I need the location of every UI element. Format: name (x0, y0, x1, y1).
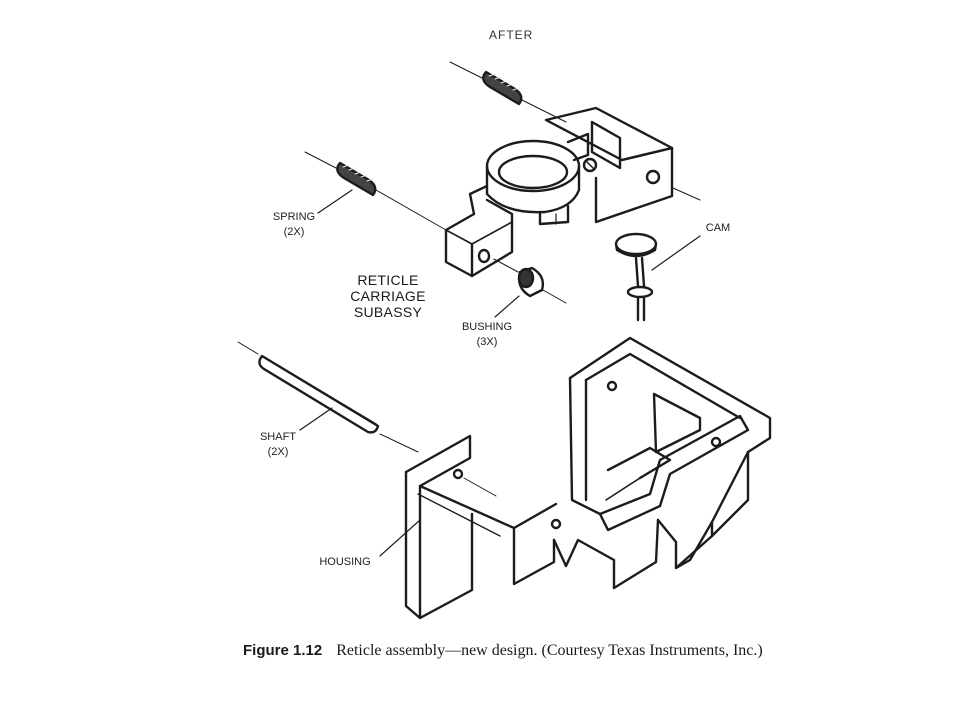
bushing-label: BUSHING (3X) (454, 320, 520, 350)
shaft-label-name: SHAFT (259, 431, 297, 443)
reticle-carriage-label: RETICLE CARRIAGE SUBASSY (340, 272, 436, 320)
shaft-label: SHAFT (2X) (254, 430, 302, 460)
reticle-label-line1: RETICLE (357, 272, 419, 288)
housing-label: HOUSING (319, 556, 371, 568)
spring-label-qty: (2X) (283, 226, 305, 238)
cam-label: CAM (705, 222, 731, 234)
bushing-label-name: BUSHING (461, 321, 513, 333)
spring-label-name: SPRING (272, 211, 316, 223)
bushing (494, 266, 567, 318)
spring-left (304, 151, 447, 231)
shaft (237, 341, 419, 453)
figure-caption-text: Reticle assembly—new design. (Courtesy T… (336, 642, 763, 659)
reticle-label-line3: SUBASSY (353, 304, 423, 320)
spring-upper (449, 61, 567, 123)
view-label-after: AFTER (489, 28, 534, 42)
spring-label: SPRING (2X) (266, 210, 322, 240)
figure-number: Figure 1.12 (243, 642, 323, 659)
housing (379, 336, 772, 620)
reticle-carriage (444, 106, 701, 278)
reticle-label-line2: CARRIAGE (350, 288, 426, 304)
cam (614, 232, 701, 322)
figure-caption: Figure 1.12 Reticle assembly—new design. … (243, 642, 763, 660)
bushing-label-qty: (3X) (476, 336, 498, 348)
shaft-label-qty: (2X) (267, 446, 289, 458)
